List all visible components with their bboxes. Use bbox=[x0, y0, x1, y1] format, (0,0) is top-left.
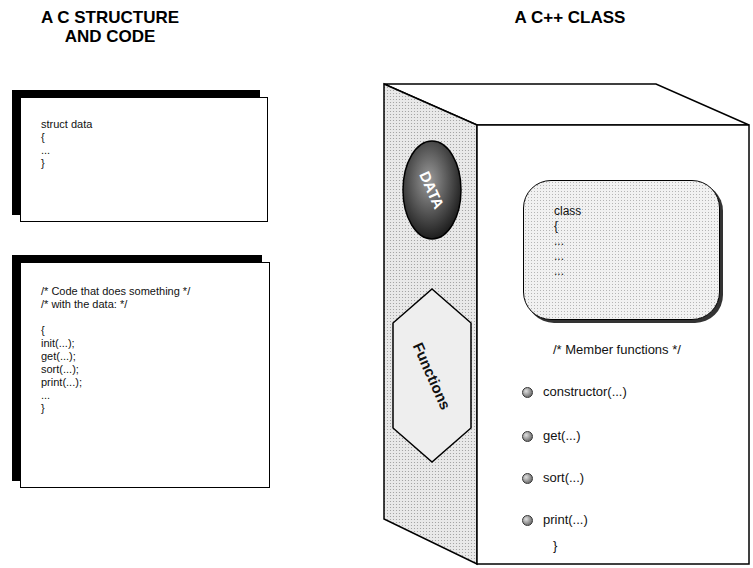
code-line: get(...); bbox=[41, 350, 76, 363]
section-heading: A C++ CLASS bbox=[470, 8, 670, 27]
code-line: struct data bbox=[41, 118, 92, 131]
class-cube: /* Member functions */ constructor(...) ge… bbox=[383, 83, 750, 565]
code-line: ... bbox=[41, 389, 50, 402]
code-line: ... bbox=[554, 264, 564, 279]
code-line: /* Code that does something */ bbox=[41, 285, 190, 298]
code-comment: /* Member functions */ bbox=[553, 342, 681, 358]
member-function: constructor(...) bbox=[543, 384, 627, 400]
code-line: } bbox=[41, 402, 45, 415]
code-line: } bbox=[41, 157, 45, 170]
code-line: print(...); bbox=[41, 376, 82, 389]
data-oval: DATA bbox=[402, 140, 462, 240]
member-function: print(...) bbox=[543, 512, 588, 528]
class-box: class{......... bbox=[523, 180, 720, 320]
functions-hexagon: Functions bbox=[392, 288, 472, 463]
code-line: /* with the data: */ bbox=[41, 298, 127, 311]
code-line: class bbox=[554, 204, 581, 219]
section-heading: A C STRUCTURE AND CODE bbox=[25, 8, 195, 46]
oval-shape bbox=[403, 141, 461, 239]
code-line: { bbox=[41, 324, 45, 337]
code-line: sort(...); bbox=[41, 363, 79, 376]
code-line: { bbox=[554, 219, 558, 234]
member-function: get(...) bbox=[543, 428, 581, 444]
bullet-dot bbox=[522, 387, 533, 398]
code-box: /* Code that does something *//* with th… bbox=[20, 262, 270, 488]
cube-side-face bbox=[384, 84, 477, 564]
code-line: ... bbox=[41, 144, 50, 157]
bullet-dot bbox=[522, 473, 533, 484]
bullet-dot bbox=[522, 431, 533, 442]
bullet-dot bbox=[522, 515, 533, 526]
cube-front-face bbox=[477, 125, 749, 564]
member-function: sort(...) bbox=[543, 470, 584, 486]
hexagon-shape bbox=[393, 289, 471, 462]
member-function: } bbox=[553, 538, 557, 554]
code-line: { bbox=[41, 131, 45, 144]
code-line: ... bbox=[554, 249, 564, 264]
struct-box: struct data{...} bbox=[20, 97, 268, 222]
code-line: init(...); bbox=[41, 337, 75, 350]
code-line: ... bbox=[554, 234, 564, 249]
